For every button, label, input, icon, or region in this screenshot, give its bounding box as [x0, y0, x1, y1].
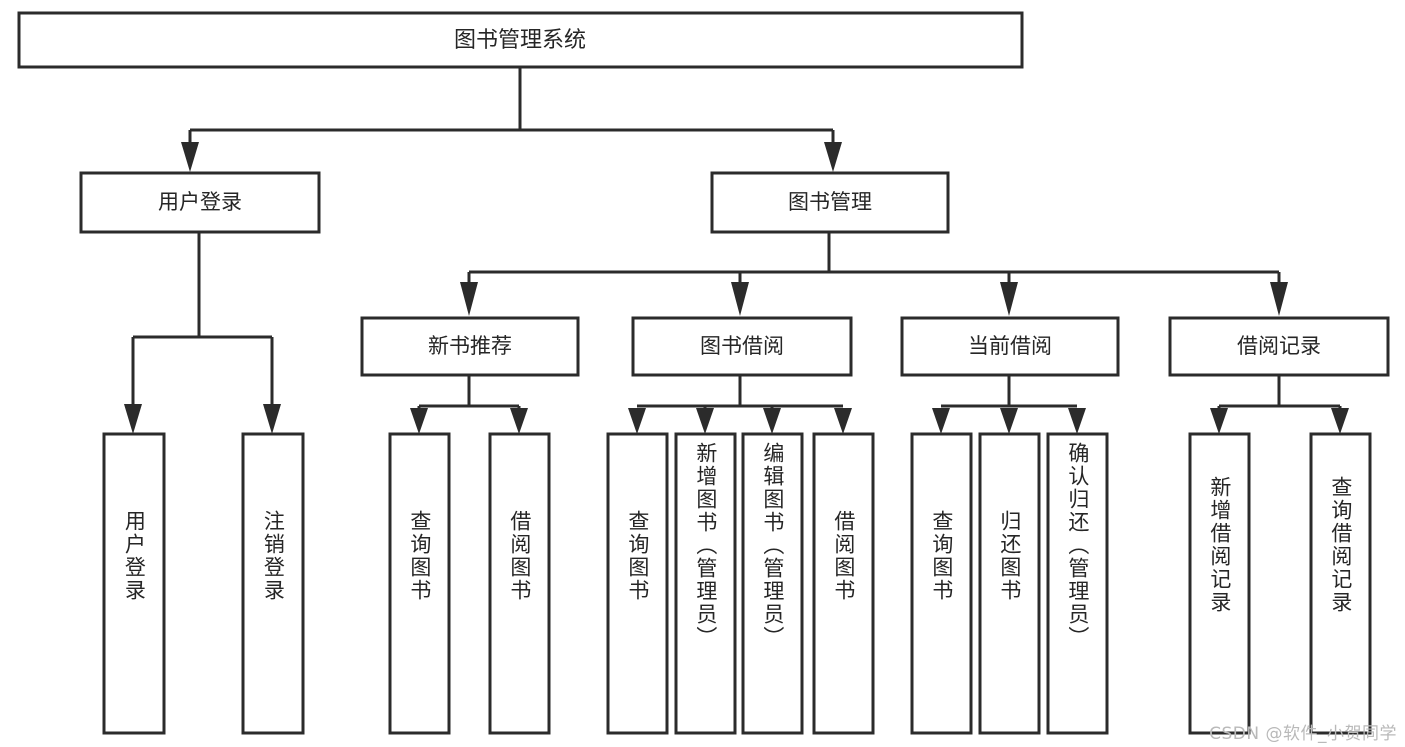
arrow-head-leaf-logout [263, 404, 281, 434]
node-root[interactable]: 图书管理系统 [17, 11, 1024, 69]
leaf-logout-box[interactable] [241, 432, 305, 735]
arrow-head-borrow-record [1270, 282, 1288, 316]
node-current-borrow[interactable]: 当前借阅 [900, 316, 1120, 377]
node-user-login[interactable]: 用户登录 [79, 171, 321, 234]
node-user-login-box[interactable] [79, 171, 321, 234]
arrow-head-user-login [181, 142, 199, 172]
arrow-head-book-borrow [731, 282, 749, 316]
arrow-head-new-book-recommend [460, 282, 478, 316]
arrow-head-leaf-edit-book [763, 408, 781, 434]
connectors-user-login-children [124, 232, 281, 434]
node-current-borrow-box[interactable] [900, 316, 1120, 377]
connectors-root-to-level1 [181, 67, 842, 172]
connectors-new-book-recommend-children [410, 375, 528, 434]
node-user-login-label: 用户登录 [158, 190, 242, 214]
csdn-watermark: CSDN @软件_小贺同学 [1209, 724, 1397, 744]
node-book-manage-label: 图书管理 [788, 190, 872, 214]
leaf-query-record-box[interactable] [1309, 432, 1372, 735]
arrow-head-leaf-query-record [1331, 408, 1349, 434]
node-book-manage[interactable]: 图书管理 [710, 171, 950, 234]
node-borrow-record[interactable]: 借阅记录 [1168, 316, 1390, 377]
arrow-head-leaf-confirm-return [1068, 408, 1086, 434]
arrow-head-leaf-query-book-3 [932, 408, 950, 434]
leaf-query-book-3-box[interactable] [910, 432, 973, 735]
node-root-box[interactable] [17, 11, 1024, 69]
node-borrow-record-box[interactable] [1168, 316, 1390, 377]
node-new-book-recommend[interactable]: 新书推荐 [360, 316, 580, 377]
connectors-book-borrow-children [628, 375, 852, 434]
node-borrow-record-label: 借阅记录 [1237, 334, 1321, 358]
arrow-head-book-manage [824, 142, 842, 172]
leaf-borrow-book-1-box[interactable] [488, 432, 551, 735]
node-book-borrow-box[interactable] [631, 316, 853, 377]
leaf-return-book-box[interactable] [978, 432, 1041, 735]
leaf-add-record-box[interactable] [1188, 432, 1251, 735]
leaf-boxes [102, 432, 1372, 735]
node-book-borrow-label: 图书借阅 [700, 334, 784, 358]
leaf-borrow-book-2-box[interactable] [812, 432, 875, 735]
leaf-edit-book-box[interactable] [741, 432, 804, 735]
leaf-user-login-box[interactable] [102, 432, 166, 735]
arrow-head-leaf-query-book-2 [628, 408, 646, 434]
connectors-current-borrow-children [932, 375, 1086, 434]
node-new-book-recommend-label: 新书推荐 [428, 334, 512, 358]
leaf-query-book-2-box[interactable] [606, 432, 669, 735]
arrow-head-leaf-add-record [1210, 408, 1228, 434]
arrow-head-leaf-add-book [696, 408, 714, 434]
arrow-head-current-borrow [1000, 282, 1018, 316]
arrow-head-leaf-user-login [124, 404, 142, 434]
leaf-query-book-1-box[interactable] [388, 432, 451, 735]
node-root-label: 图书管理系统 [454, 28, 586, 53]
node-book-manage-box[interactable] [710, 171, 950, 234]
arrow-head-leaf-query-book-1 [410, 408, 428, 434]
leaf-confirm-return-box[interactable] [1046, 432, 1109, 735]
arrow-head-leaf-borrow-book-2 [834, 408, 852, 434]
node-book-borrow[interactable]: 图书借阅 [631, 316, 853, 377]
arrow-head-leaf-borrow-book-1 [510, 408, 528, 434]
node-new-book-recommend-box[interactable] [360, 316, 580, 377]
leaf-add-book-box[interactable] [674, 432, 737, 735]
arrow-head-leaf-return-book [1000, 408, 1018, 434]
node-current-borrow-label: 当前借阅 [968, 334, 1052, 358]
connectors-book-manage-children [460, 232, 1288, 316]
connectors-borrow-record-children [1210, 375, 1349, 434]
